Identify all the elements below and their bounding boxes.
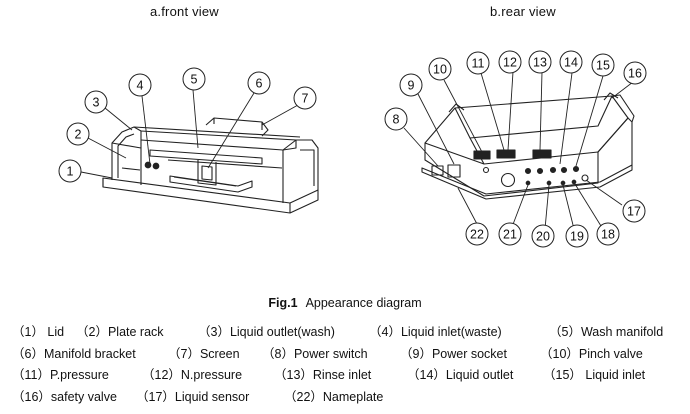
legend-item: （4）Liquid inlet(waste) (369, 325, 502, 339)
callout-21: 21 (503, 228, 517, 242)
figure-title: Appearance diagram (305, 296, 422, 310)
legend-item: （15） Liquid inlet (543, 368, 646, 382)
legend-item: （16）safety valve (12, 389, 117, 404)
legend-item: （14）Liquid outlet (407, 368, 514, 382)
callout-11: 11 (472, 57, 485, 71)
legend-item: （7）Screen (168, 346, 240, 361)
legend-item: （17）Liquid sensor (136, 389, 250, 404)
legend-item: （6）Manifold bracket (12, 346, 136, 361)
callout-8: 8 (393, 113, 400, 127)
callout-4: 4 (137, 79, 144, 93)
callout-6: 6 (256, 77, 263, 91)
legend-item: （22）Nameplate (284, 389, 384, 404)
diagram-drawing: 1 2 3 4 5 6 7 8 9 10 11 12 13 14 15 16 1… (58, 50, 647, 248)
legend-item: （2）Plate rack (76, 325, 164, 339)
appearance-diagram: a.front view b.rear view (58, 4, 647, 248)
rear-view-device (421, 92, 635, 200)
legend-row: （6）Manifold bracket （7）Screen （8）Power s… (0, 344, 690, 366)
callout-1: 1 (67, 165, 74, 179)
callout-10: 10 (433, 63, 447, 77)
parts-legend: （1） Lid （2）Plate rack （3）Liquid outlet(w… (0, 322, 690, 408)
callout-14: 14 (564, 56, 578, 70)
callout-12: 12 (503, 56, 517, 70)
front-view-device (102, 117, 319, 214)
callout-15: 15 (596, 59, 610, 73)
legend-item: （5）Wash manifold (549, 325, 664, 339)
rear-view-title: b.rear view (490, 4, 556, 19)
legend-item: （12）N.pressure (142, 368, 243, 382)
callout-9: 9 (408, 79, 415, 93)
callout-19: 19 (570, 230, 584, 244)
callout-5: 5 (191, 73, 198, 87)
legend-item: （1） Lid (12, 325, 65, 339)
callout-leaders (80, 71, 634, 230)
figure-number: Fig.1 (268, 296, 298, 310)
front-view-title: a.front view (150, 4, 219, 19)
legend-item: （11）P.pressure (12, 368, 109, 382)
callout-13: 13 (533, 56, 547, 70)
legend-item: （10）Pinch valve (540, 346, 643, 361)
callout-3: 3 (93, 96, 100, 110)
legend-row: （16）safety valve （17）Liquid sensor （22）N… (0, 387, 690, 409)
legend-item: （9）Power socket (400, 346, 507, 361)
callout-16: 16 (628, 67, 642, 81)
callout-labels: 1 2 3 4 5 6 7 8 9 10 11 12 13 14 15 16 1… (67, 56, 642, 244)
callout-17: 17 (627, 205, 641, 219)
callout-2: 2 (75, 128, 82, 142)
callout-18: 18 (601, 228, 615, 242)
callout-circles (58, 50, 647, 248)
callout-22: 22 (470, 228, 484, 242)
legend-item: （8）Power switch (262, 346, 368, 361)
callout-7: 7 (302, 92, 309, 106)
figure-caption: Fig.1 Appearance diagram (0, 296, 690, 310)
legend-row: （11）P.pressure （12）N.pressure （13）Rinse … (0, 365, 690, 387)
legend-row: （1） Lid （2）Plate rack （3）Liquid outlet(w… (0, 322, 690, 344)
legend-item: （13）Rinse inlet (274, 368, 372, 382)
callout-20: 20 (536, 230, 550, 244)
legend-item: （3）Liquid outlet(wash) (198, 325, 335, 339)
